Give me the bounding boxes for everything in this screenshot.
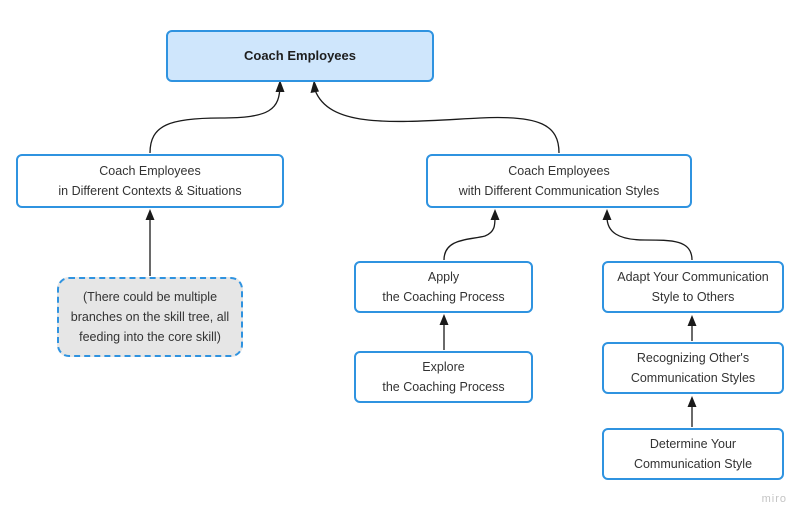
edge-apply-to-styles [443, 216, 496, 261]
node-apply-coaching[interactable]: Apply the Coaching Process [354, 261, 533, 313]
node-label-line1: Recognizing Other's [636, 351, 750, 365]
node-determine-style[interactable]: Determine Your Communication Style [602, 428, 784, 480]
note-line3: feeding into the core skill) [79, 330, 221, 344]
note-line1: (There could be multiple [82, 290, 218, 304]
node-label-line2: the Coaching Process [382, 380, 505, 394]
node-coach-styles[interactable]: Coach Employees with Different Communica… [426, 154, 692, 208]
node-recognizing-styles[interactable]: Recognizing Other's Communication Styles [602, 342, 784, 394]
miro-watermark: miro [761, 493, 787, 505]
node-label-line1: Coach Employees [99, 164, 201, 178]
node-label-line2: in Different Contexts & Situations [58, 184, 242, 198]
node-label-line2: Style to Others [651, 290, 735, 304]
edge-styles-to-root [314, 89, 560, 154]
node-label-line1: Explore [422, 360, 465, 374]
node-coach-employees[interactable]: Coach Employees [166, 30, 434, 82]
node-note-branches[interactable]: (There could be multiple branches on the… [57, 277, 243, 357]
node-label-line2: with Different Communication Styles [458, 184, 660, 198]
node-label-line1: Determine Your [649, 437, 737, 451]
node-label-line2: the Coaching Process [382, 290, 505, 304]
node-label-line1: Adapt Your Communication [617, 270, 769, 284]
node-label-line1: Apply [427, 270, 460, 284]
node-adapt-communication[interactable]: Adapt Your Communication Style to Others [602, 261, 784, 313]
node-label-line1: Coach Employees [508, 164, 610, 178]
edge-contexts-to-root [149, 83, 281, 154]
node-label: Coach Employees [244, 48, 356, 63]
node-label-line2: Communication Styles [630, 371, 756, 385]
node-label-line2: Communication Style [633, 457, 753, 471]
node-coach-contexts[interactable]: Coach Employees in Different Contexts & … [16, 154, 284, 208]
edge-adapt-to-styles [606, 216, 693, 261]
note-line2: branches on the skill tree, all [70, 310, 230, 324]
node-explore-coaching[interactable]: Explore the Coaching Process [354, 351, 533, 403]
